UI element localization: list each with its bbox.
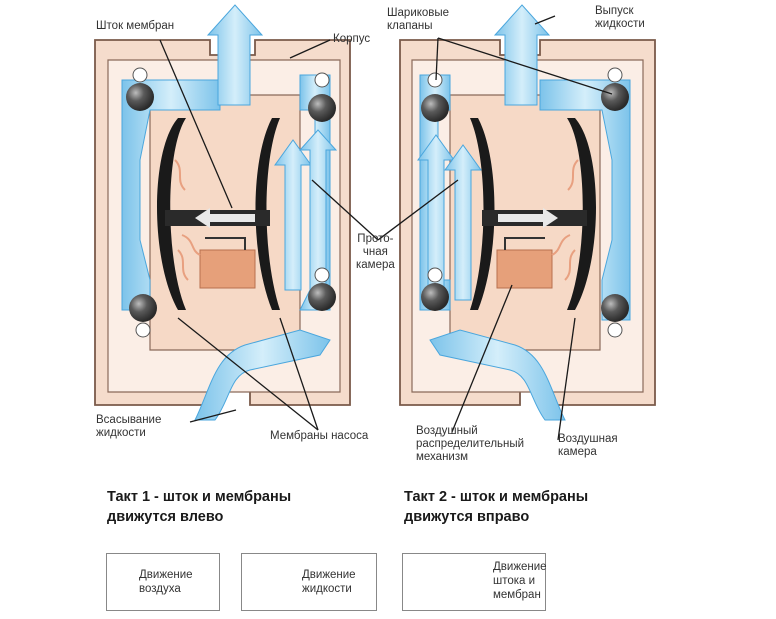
legend-rod: Движение штока и мембран bbox=[402, 553, 547, 611]
label-air-distributor: Воздушный распределительный механизм bbox=[416, 425, 525, 463]
label-pump-diaphragms: Мембраны насоса bbox=[270, 430, 369, 442]
legend-fluid-label: Движение жидкости bbox=[302, 569, 356, 595]
label-air-chamber: Воздушная камера bbox=[558, 433, 618, 458]
legend-air-label: Движение воздуха bbox=[139, 569, 193, 595]
rod-arrow-right bbox=[498, 208, 558, 228]
legend-fluid: Движение жидкости bbox=[241, 553, 377, 611]
label-piston-diaphragm: Шток мембран bbox=[96, 20, 175, 32]
ball-valve-top-right bbox=[601, 83, 629, 111]
rod-arrow-left bbox=[195, 208, 255, 228]
label-ball-valves: Шариковые клапаны bbox=[387, 7, 450, 32]
caption-stroke-2: Такт 2 - шток и мембраны движутся вправо bbox=[404, 489, 589, 525]
fluid-intake-arrow bbox=[429, 329, 566, 421]
ball-valve-bottom-left bbox=[129, 294, 157, 322]
diaphragm-right bbox=[567, 118, 596, 310]
ball-valve-bottom-right bbox=[308, 283, 336, 311]
air-flow-right bbox=[551, 159, 579, 281]
fluid-outlet-arrow bbox=[493, 4, 551, 106]
ball-valve-top-right bbox=[308, 94, 336, 122]
fluid-outlet-arrow bbox=[206, 4, 264, 106]
air-valve-block bbox=[496, 249, 553, 289]
air-flow-left bbox=[174, 159, 201, 281]
ball-valve-top-left bbox=[126, 83, 154, 111]
label-flow-chamber: Прото- чная камера bbox=[356, 233, 395, 271]
leader-lines bbox=[159, 15, 613, 441]
label-body: Корпус bbox=[333, 33, 371, 45]
pump-right bbox=[399, 4, 656, 421]
diaphragm-right bbox=[255, 118, 280, 310]
legend-rod-label: Движение штока и мембран bbox=[493, 561, 547, 601]
fluid-intake-arrow bbox=[194, 329, 331, 421]
label-fluid-outlet: Выпуск жидкости bbox=[595, 5, 645, 30]
legend-air: Движение воздуха bbox=[106, 553, 220, 611]
diaphragm-left bbox=[470, 118, 495, 310]
label-fluid-intake: Всасывание жидкости bbox=[96, 414, 162, 439]
caption-stroke-1: Такт 1 - шток и мембраны движутся влево bbox=[107, 489, 292, 525]
ball-valve-bottom-right bbox=[601, 294, 629, 322]
ball-valve-top-left bbox=[421, 94, 449, 122]
pump-left bbox=[94, 4, 351, 421]
air-valve-block bbox=[199, 249, 256, 289]
diaphragm-left bbox=[157, 118, 186, 310]
ball-valve-bottom-left bbox=[421, 283, 449, 311]
